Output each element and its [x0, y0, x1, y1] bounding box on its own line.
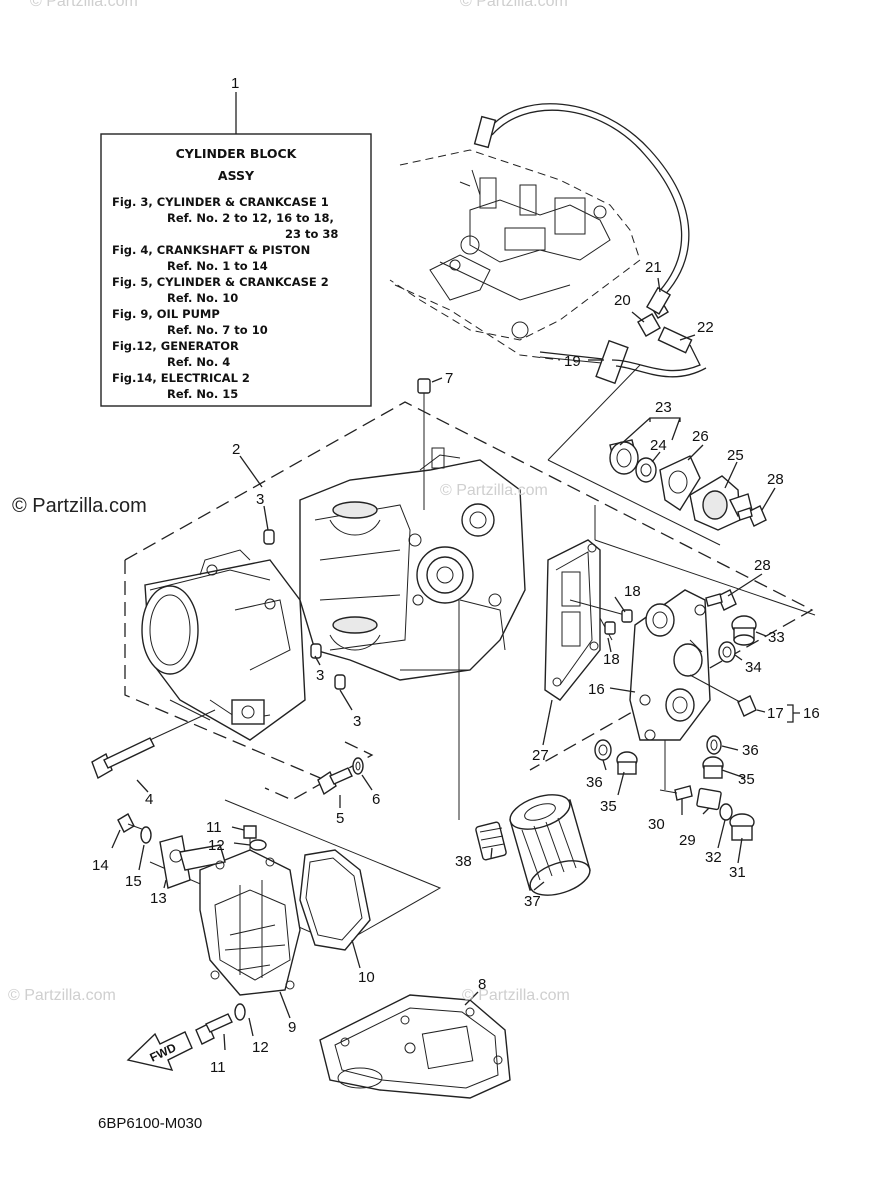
callout-38[interactable]: 38	[455, 853, 472, 870]
callout-6[interactable]: 6	[372, 791, 380, 808]
dowel-pins	[263, 529, 346, 690]
callout-30[interactable]: 30	[648, 816, 665, 833]
callout-4[interactable]: 4	[145, 791, 153, 808]
callout-3[interactable]: 3	[256, 491, 264, 508]
info-box-line: Ref. No. 1 to 14	[167, 259, 268, 273]
callout-31[interactable]: 31	[729, 864, 746, 881]
callout-35[interactable]: 35	[738, 771, 755, 788]
info-box-line: Fig. 5, CYLINDER & CRANKCASE 2	[112, 275, 329, 289]
callout-14[interactable]: 14	[92, 857, 109, 874]
watermark-bottom-left: © Partzilla.com	[8, 987, 116, 1004]
callout-5[interactable]: 5	[336, 810, 344, 827]
thermostat-group	[609, 439, 767, 531]
callout-25[interactable]: 25	[727, 447, 744, 464]
diagram-code: 6BP6100-M030	[98, 1115, 202, 1132]
callout-11[interactable]: 11	[210, 1059, 226, 1076]
info-box-line: Ref. No. 7 to 10	[167, 323, 268, 337]
info-box-line: Fig. 4, CRANKSHAFT & PISTON	[112, 243, 310, 257]
callout-10[interactable]: 10	[358, 969, 375, 986]
callout-32[interactable]: 32	[705, 849, 722, 866]
info-box-line: Fig. 3, CYLINDER & CRANKCASE 1	[112, 195, 329, 209]
gasket-27	[544, 539, 601, 701]
cover-16	[629, 589, 757, 741]
callout-36[interactable]: 36	[586, 774, 603, 791]
oil-filter	[475, 794, 591, 896]
engine-head-context	[389, 149, 641, 385]
callout-3[interactable]: 3	[353, 713, 361, 730]
callout-27[interactable]: 27	[532, 747, 549, 764]
callout-23[interactable]: 23	[655, 399, 672, 416]
info-box-line: Fig.14, ELECTRICAL 2	[112, 371, 250, 385]
callout-37[interactable]: 37	[524, 893, 541, 910]
callout-36[interactable]: 36	[742, 742, 759, 759]
callout-16[interactable]: 16	[803, 705, 820, 722]
callout-1[interactable]: 1	[231, 75, 239, 92]
info-box: 1 CYLINDER BLOCK ASSY Fig. 3, CYLINDER &…	[100, 75, 372, 407]
callout-20[interactable]: 20	[614, 292, 631, 309]
gasket-8	[319, 994, 511, 1099]
callout-11[interactable]: 11	[206, 819, 222, 836]
fwd-arrow-icon: FWD	[126, 1031, 193, 1071]
plugs-right	[594, 615, 757, 841]
info-box-line: Fig. 9, OIL PUMP	[112, 307, 220, 321]
callout-22[interactable]: 22	[697, 319, 714, 336]
watermark-bottom-right: © Partzilla.com	[462, 987, 570, 1004]
callout-9[interactable]: 9	[288, 1019, 296, 1036]
info-box-line: Ref. No. 15	[167, 387, 238, 401]
callouts: 2 3 3 3 4 5 6 7 8 9 10 11 12 13 14 15 11…	[92, 259, 820, 1076]
watermark-main: © Partzilla.com	[12, 495, 147, 517]
callout-28[interactable]: 28	[754, 557, 771, 574]
callout-8[interactable]: 8	[478, 976, 486, 993]
cylinder-block	[141, 447, 526, 741]
callout-28[interactable]: 28	[767, 471, 784, 488]
callout-24[interactable]: 24	[650, 437, 667, 454]
callout-19[interactable]: 19	[564, 353, 581, 370]
pins-18	[569, 599, 633, 641]
info-box-line: Fig.12, GENERATOR	[112, 339, 239, 353]
callout-18[interactable]: 18	[624, 583, 641, 600]
oil-pump	[117, 813, 371, 1045]
callout-3[interactable]: 3	[316, 667, 324, 684]
info-box-subtitle: ASSY	[218, 168, 255, 183]
watermark-top-left: © Partzilla.com	[30, 0, 138, 10]
callout-17[interactable]: 17	[767, 705, 784, 722]
info-box-line: 23 to 38	[285, 227, 338, 241]
callout-34[interactable]: 34	[745, 659, 762, 676]
callout-12[interactable]: 12	[208, 837, 225, 854]
watermark-top-right: © Partzilla.com	[460, 0, 568, 10]
callout-13[interactable]: 13	[150, 890, 167, 907]
callout-2[interactable]: 2	[232, 441, 240, 458]
callout-26[interactable]: 26	[692, 428, 709, 445]
leader-lines	[111, 277, 800, 1051]
callout-16[interactable]: 16	[588, 681, 605, 698]
callout-15[interactable]: 15	[125, 873, 142, 890]
watermark-center: © Partzilla.com	[440, 482, 548, 499]
callout-29[interactable]: 29	[679, 832, 696, 849]
info-box-line: Ref. No. 2 to 12, 16 to 18,	[167, 211, 334, 225]
callout-35[interactable]: 35	[600, 798, 617, 815]
callout-33[interactable]: 33	[768, 629, 785, 646]
breather-hose	[473, 103, 707, 378]
callout-12[interactable]: 12	[252, 1039, 269, 1056]
bolt-4	[91, 709, 216, 780]
callout-18[interactable]: 18	[603, 651, 620, 668]
bolt-7	[417, 378, 431, 510]
bolt-5-washer-6	[317, 757, 364, 796]
info-box-line: Ref. No. 4	[167, 355, 230, 369]
info-box-line: Ref. No. 10	[167, 291, 238, 305]
callout-7[interactable]: 7	[445, 370, 453, 387]
info-box-title: CYLINDER BLOCK	[176, 146, 298, 161]
callout-21[interactable]: 21	[645, 259, 662, 276]
